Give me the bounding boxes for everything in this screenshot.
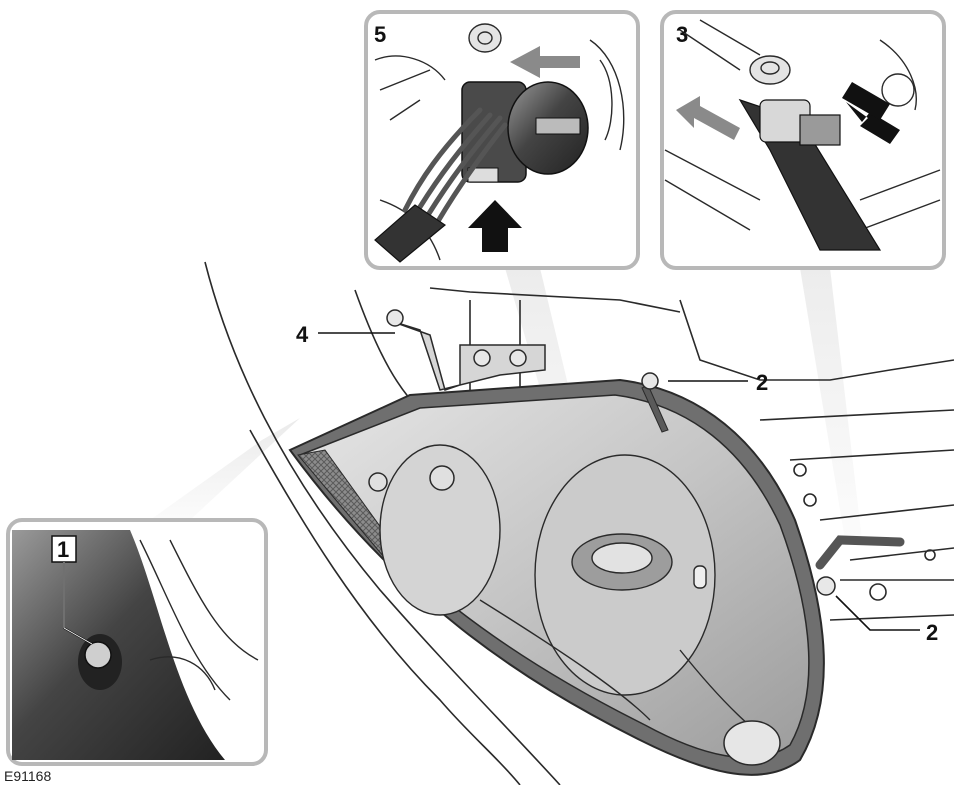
callout-1: 1	[57, 537, 69, 562]
beam-panel-1	[150, 418, 300, 520]
detail-panel-fixing: 1	[6, 518, 268, 766]
arrow-icon	[842, 82, 900, 144]
hidden-bolt	[84, 641, 112, 669]
detail-panel-connector: 5	[364, 10, 640, 270]
callout-4: 4	[296, 322, 309, 347]
arrow-icon	[510, 46, 580, 78]
bulb-side	[368, 472, 388, 492]
detail-panel-hose: 3	[660, 10, 946, 270]
figure-id: E91168	[4, 768, 51, 784]
reflector-bowls	[379, 444, 781, 746]
fixing-bolts	[641, 372, 836, 596]
bulb-indicator	[693, 565, 707, 589]
callout-5: 5	[374, 22, 386, 47]
arrow-icon	[468, 200, 522, 252]
beam-panel-3	[800, 268, 862, 540]
lower-lamp	[723, 720, 781, 766]
vehicle-body	[204, 261, 954, 786]
callout-2-lower: 2	[926, 620, 938, 645]
arrow-icon	[676, 96, 740, 140]
leader-lines	[318, 332, 920, 631]
callout-3: 3	[676, 22, 688, 47]
hose	[815, 535, 905, 570]
bulb-low	[429, 465, 455, 491]
mounting-bracket	[386, 309, 546, 391]
callout-2-upper: 2	[756, 370, 768, 395]
